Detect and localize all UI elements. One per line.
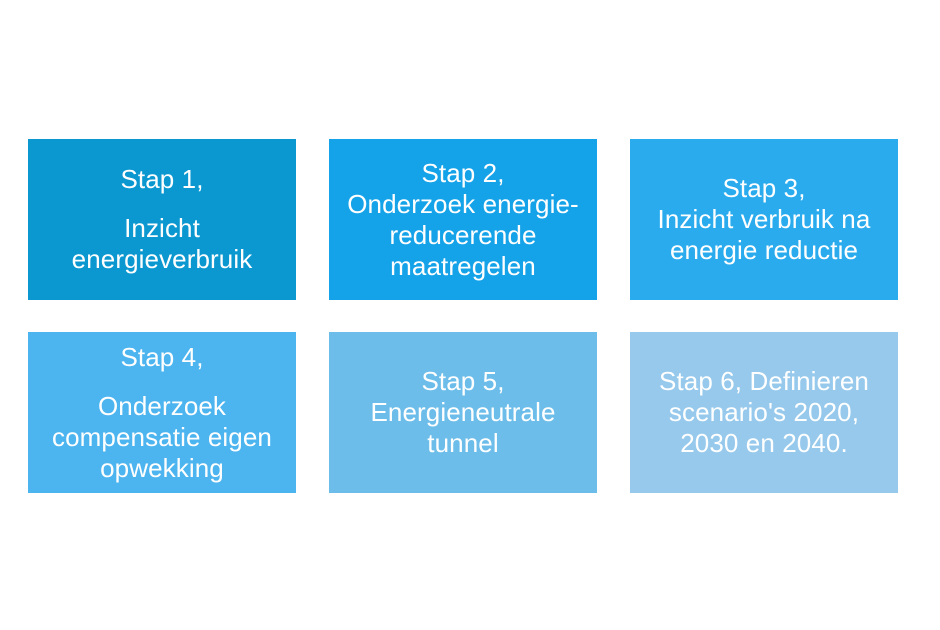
step-line-1-2: energieverbruik (71, 244, 253, 274)
step-line-3-2: energie reductie (669, 235, 859, 265)
step-spacer-4 (36, 373, 288, 391)
step-line-2-3: maatregelen (390, 250, 536, 281)
step-line-6-1: Stap 6, Definieren (659, 366, 869, 396)
step-line-2-2: reducerende (389, 219, 537, 250)
step-line-5-2: tunnel (427, 428, 499, 458)
step-heading-1: Stap 1, (120, 164, 204, 194)
step-heading-4: Stap 4, (120, 341, 204, 372)
step-line-4-1: Onderzoek (97, 390, 227, 421)
step-spacer-1 (36, 195, 288, 213)
step-line-1-1: Inzicht (124, 213, 200, 243)
step-line-6-3: 2030 en 2040. (680, 428, 848, 458)
step-line-5-1: Energieneutrale (370, 397, 556, 427)
step-line-4-3: opwekking (100, 452, 224, 483)
step-heading-2: Stap 2, (421, 157, 505, 188)
step-heading-5: Stap 5, (421, 366, 505, 396)
step-line-2-1: Onderzoek energie- (347, 188, 579, 219)
step-line-6-2: scenario's 2020, (668, 397, 860, 427)
step-line-3-1: Inzicht verbruik na (657, 204, 871, 234)
step-heading-3: Stap 3, (722, 173, 806, 203)
step-line-4-2: compensatie eigen (52, 421, 272, 452)
